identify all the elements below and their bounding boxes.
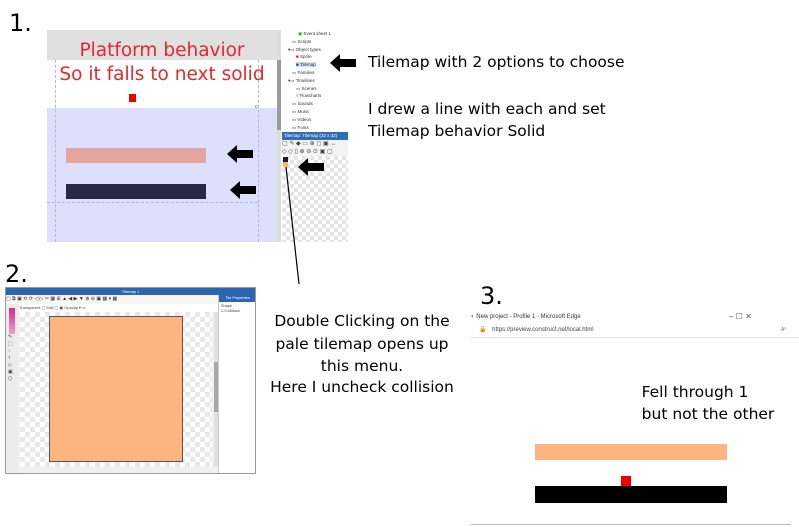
folder-icon: ▭ — [292, 101, 297, 107]
editor-tools-sidebar: ✎⬚◌⌇◇▣⬡ — [6, 304, 18, 473]
step-label-3: 3. — [480, 282, 503, 310]
tilemap-line-dark[interactable] — [66, 184, 206, 199]
tree-item-event-sheet[interactable]: ▣ Event sheet 1 — [298, 31, 332, 36]
browser-bottom-border — [471, 524, 791, 525]
tilemap-tools-row-1[interactable]: ▢ ✎ ◆ ▭ ⊕ ◻ ▣ ↔ — [282, 141, 337, 147]
connector-line — [285, 166, 300, 285]
arrow-left-icon — [298, 158, 324, 176]
tree-item-object-types[interactable]: ▾▭ Object types — [288, 46, 321, 52]
event-sheet-icon: ▣ — [298, 31, 303, 36]
browser-titlebar: ◐ New project - Profile 1 - Microsoft Ed… — [471, 311, 799, 323]
tool-icons[interactable]: ✎⬚◌⌇◇▣⬡ — [8, 334, 13, 382]
layout-margin-band — [47, 30, 277, 60]
lock-icon: 🔒 — [479, 327, 487, 333]
step-label-1: 1. — [9, 9, 32, 37]
tile-properties-title: Tile Properties — [219, 295, 255, 302]
note-fell-2: but not the other — [641, 405, 775, 423]
arrow-left-icon — [227, 145, 253, 163]
checkbox-icon[interactable]: ☐ — [221, 309, 225, 313]
tilemap-icon: ■ — [296, 62, 299, 68]
note-double-click-1: Double Clicking on the — [274, 312, 450, 330]
sprite-icon: ■ — [296, 54, 299, 60]
folder-icon: ▭ — [292, 69, 297, 75]
pale-platform — [535, 444, 727, 460]
layout-lower-area — [47, 108, 277, 242]
folder-icon: ▭ — [292, 116, 297, 122]
address-url: https://preview.construct.net/local.html — [492, 327, 594, 333]
tree-item-families[interactable]: ▭ Families — [292, 69, 315, 75]
tree-item-sounds[interactable]: ▭ Sounds — [292, 101, 313, 107]
tree-item-videos[interactable]: ▭ Videos — [292, 116, 312, 122]
layout-boundary-bottom — [47, 202, 258, 203]
player-sprite[interactable] — [129, 94, 136, 102]
layout-boundary-right — [258, 60, 259, 242]
editor-options-bar[interactable]: Transparent ▢ Edit ▢ ▣ Opacity ▾ ▭ — [19, 304, 219, 312]
tilemap-editor-window: Tilemap 1 ▢ ⧉ ▣ ⟲ ⟳ ◁ ▷ ✂ ▦ ⊞ ▲ ◀ ▶ ▼ ⊕ … — [5, 287, 256, 474]
shape-label: Shape — [221, 304, 232, 308]
editor-vertical-scrollbar[interactable] — [277, 30, 281, 242]
tree-item-timelines[interactable]: ▾▭ Timelines — [288, 77, 315, 83]
editor-scroll-thumb[interactable] — [277, 60, 281, 130]
note-double-click-3: this menu. — [320, 357, 404, 375]
note-drew-line-1: I drew a line with each and set — [368, 100, 606, 118]
browser-title: New project - Profile 1 - Microsoft Edge — [476, 314, 581, 320]
window-controls[interactable]: – ☐ ✕ — [729, 312, 752, 321]
layout-boundary-left — [55, 60, 56, 242]
tree-item-scripts[interactable]: ▭ Scripts — [292, 38, 312, 44]
collision-checkbox[interactable]: ☐ Collision — [221, 309, 240, 313]
folder-icon: ▭ — [296, 85, 301, 91]
folder-open-icon: ▾▭ — [288, 77, 295, 83]
resize-handle-icon[interactable]: c — [255, 104, 258, 110]
tilemap-bar-header: Tilemap: Tilemap (32 x 32) — [282, 132, 348, 140]
tile-pale[interactable] — [283, 162, 288, 167]
arrow-left-icon — [230, 181, 256, 199]
arrow-left-icon — [330, 54, 356, 72]
folder-icon: ▭ — [292, 108, 297, 114]
folder-icon: ▭ — [292, 38, 297, 44]
folder-icon: ▭ — [292, 124, 297, 130]
note-drew-line-2: Tilemap behavior Solid — [368, 122, 546, 140]
dark-platform — [535, 486, 727, 503]
edge-browser-icon: ◐ — [471, 314, 475, 320]
step-label-2: 2. — [5, 260, 28, 288]
color-palette-swatch[interactable] — [9, 308, 15, 334]
layout-editor-canvas[interactable]: c Platform behavior So it falls to next … — [47, 30, 277, 242]
tree-item-sprite[interactable]: ■ Sprite — [296, 54, 312, 60]
project-tree: ▣ Event sheet 1 ▭ Scripts ▾▭ Object type… — [282, 30, 348, 132]
address-bar[interactable]: 🔒 https://preview.construct.net/local.ht… — [471, 323, 799, 338]
tree-item-music[interactable]: ▭ Music — [292, 108, 310, 114]
annotation-platform-behavior: Platform behavior — [79, 40, 245, 61]
tile-properties-panel: Tile Properties Shape ☐ Collision — [218, 295, 255, 473]
player-sprite-fallen — [621, 476, 631, 487]
editor-titlebar: Tilemap 1 — [6, 288, 255, 295]
tilemap-toolbar: ▢ ✎ ◆ ▭ ⊕ ◻ ▣ ↔ ◇ ◇ ▯ ⊕ ⊖ ⊙ ▣ ▢ — [282, 140, 348, 156]
note-tilemap-options: Tilemap with 2 options to choose — [368, 53, 625, 71]
tilemap-tools-row-2[interactable]: ◇ ◇ ▯ ⊕ ⊖ ⊙ ▣ ▢ — [282, 149, 333, 155]
tree-item-fonts[interactable]: ▭ Fonts — [292, 124, 309, 130]
tree-item-flowcharts[interactable]: ⌇ Flowcharts — [296, 93, 322, 99]
pale-tile-image[interactable] — [49, 316, 183, 462]
flowchart-icon: ⌇ — [296, 93, 299, 99]
tilemap-line-pale[interactable] — [66, 148, 206, 163]
tree-item-scenes[interactable]: ▭ Scenes — [296, 85, 317, 91]
canvas-scroll-thumb[interactable] — [214, 362, 218, 412]
note-double-click-4: Here I uncheck collision — [270, 378, 454, 396]
annotation-falls-to-solid: So it falls to next solid — [59, 64, 265, 85]
tree-item-tilemap[interactable]: ■ Tilemap — [296, 62, 316, 68]
note-double-click-2: pale tilemap opens up — [275, 335, 449, 353]
note-fell-1: Fell through 1 — [641, 383, 749, 401]
editor-toolbar[interactable]: ▢ ⧉ ▣ ⟲ ⟳ ◁ ▷ ✂ ▦ ⊞ ▲ ◀ ▶ ▼ ⊕ ⊖ ▣ ▦ ▾ ▦ — [6, 295, 255, 304]
tile-edit-canvas[interactable] — [20, 312, 212, 467]
browser-preview-window: ◐ New project - Profile 1 - Microsoft Ed… — [471, 311, 799, 527]
tile-dark[interactable] — [283, 157, 288, 162]
folder-open-icon: ▾▭ — [288, 46, 295, 52]
read-aloud-icon[interactable]: A⁰ — [781, 327, 787, 333]
